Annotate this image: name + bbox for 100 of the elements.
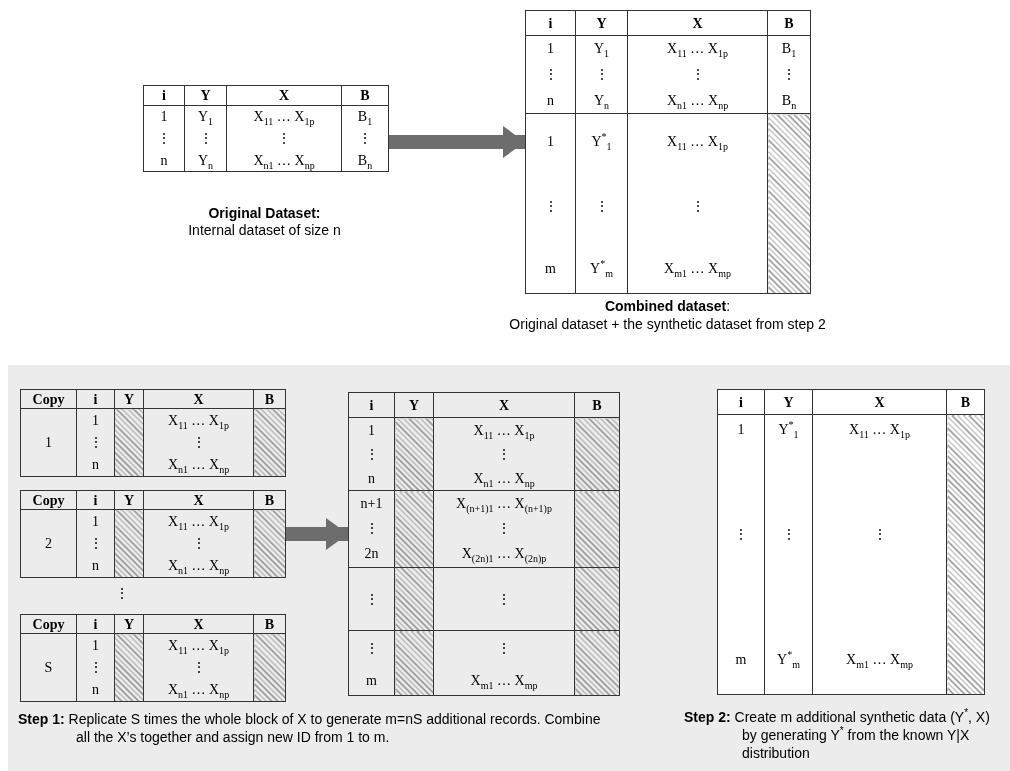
column-heading: X <box>498 397 510 413</box>
column-heading: Y <box>123 391 135 407</box>
table-entry: 1 <box>160 109 168 125</box>
table-entry: n <box>368 470 375 486</box>
table-entry: 1 <box>547 41 554 57</box>
table-entry: X$_{11}$ … X$_{1p}$ <box>667 41 728 57</box>
table-entry: B$_{n}$ <box>781 92 797 108</box>
data-table <box>20 614 286 702</box>
table-entry: n <box>92 682 99 698</box>
table-entry: ⋮ <box>497 447 511 462</box>
column-heading: i <box>93 492 98 508</box>
table-entry: ⋮ <box>191 660 206 675</box>
column-heading: Y <box>123 492 135 508</box>
column-heading: i <box>93 391 98 407</box>
data-table <box>348 392 620 696</box>
column-heading: B <box>264 616 275 632</box>
table-entry: ⋮ <box>157 131 171 146</box>
table-entry: 1 <box>737 422 745 438</box>
table-entry: ⋮ <box>543 198 558 214</box>
column-heading: X <box>278 88 290 103</box>
table-entry: Y$_{n}$ <box>593 92 610 108</box>
table-entry: ⋮ <box>364 640 379 656</box>
table-entry: 1 <box>92 412 99 428</box>
column-heading: Copy <box>32 492 65 508</box>
table-entry: ⋮ <box>734 527 748 542</box>
table-entry: n <box>160 152 168 168</box>
column-heading: X <box>193 492 204 508</box>
table-entry: ⋮ <box>690 198 705 214</box>
column-heading: i <box>93 616 98 632</box>
table-entry: ⋮ <box>191 536 206 551</box>
table-entry: X$_{n1}$ … X$_{np}$ <box>167 457 230 473</box>
table-entry: Y$_{1}$ <box>197 109 214 125</box>
table-entry: X$_{n1}$ … X$_{np}$ <box>167 558 230 574</box>
table-entry: n <box>92 558 99 574</box>
column-heading: Y <box>200 88 211 103</box>
column-heading: i <box>548 15 553 31</box>
column-heading: Y <box>596 15 607 31</box>
column-heading: B <box>264 391 275 407</box>
table-entry: 2n <box>364 546 379 562</box>
table-entry: m <box>545 260 556 276</box>
table-entry: 2 <box>45 536 52 551</box>
table-entry: B$_{1}$ <box>781 41 797 57</box>
table-entry: m <box>735 651 747 667</box>
table-entry: ⋮ <box>594 198 609 214</box>
column-heading: Y <box>783 394 794 410</box>
table-entry: 1 <box>547 133 554 149</box>
column-heading: B <box>360 88 370 103</box>
column-heading: B <box>784 15 794 31</box>
data-table <box>717 389 985 695</box>
table-entry: ⋮ <box>358 131 372 146</box>
data-table <box>20 490 286 578</box>
column-heading: i <box>739 394 743 410</box>
block-arrow <box>286 518 348 550</box>
table-entry: n <box>547 92 554 108</box>
column-heading: i <box>369 397 374 413</box>
table-entry: ⋮ <box>872 527 887 542</box>
table-entry: ⋮ <box>497 591 511 607</box>
caption-text: Internal dataset of size n <box>187 222 342 239</box>
table-entry: n+1 <box>360 496 383 512</box>
data-table <box>525 10 811 294</box>
table-entry: n <box>92 457 99 473</box>
data-table <box>20 389 286 477</box>
table-entry: X$_{n1}$ … X$_{np}$ <box>167 682 230 698</box>
table-entry: X$_{(2n)1}$ … X$_{(2n)p}$ <box>461 546 547 562</box>
column-heading: Y <box>123 616 135 632</box>
table-entry: B$_{1}$ <box>357 109 373 125</box>
table-entry: ⋮ <box>198 131 213 146</box>
table-entry: X$_{(n+1)1}$ … X$_{(n+1)p}$ <box>456 496 552 512</box>
table-entry: 1 <box>92 637 99 653</box>
table-entry: 1 <box>92 513 99 529</box>
column-heading: X <box>193 616 204 632</box>
table-entry: ⋮ <box>781 527 796 542</box>
column-heading: Copy <box>32 391 65 407</box>
column-heading: B <box>592 397 602 413</box>
table-entry: ⋮ <box>191 435 206 450</box>
table-entry: ⋮ <box>782 67 796 82</box>
table-entry: ⋮ <box>88 660 103 675</box>
column-heading: B <box>264 492 275 508</box>
table-entry: ⋮ <box>543 67 558 82</box>
caption-heading: Original Dataset: <box>207 205 322 222</box>
table-entry: ⋮ <box>364 447 379 462</box>
column-heading: X <box>193 391 204 407</box>
table-entry: ⋮ <box>497 640 511 656</box>
caption-heading: Combined dataset: <box>603 298 732 315</box>
table-entry: ⋮ <box>277 131 291 146</box>
table-entry: X$_{11}$ … X$_{1p}$ <box>253 109 315 125</box>
column-heading: X <box>692 15 703 31</box>
column-heading: X <box>874 394 885 410</box>
data-table <box>143 85 389 172</box>
ellipsis-mark: ⋮ <box>114 585 130 602</box>
step-note: Step 2: Create m additional synthetic data (Y$^{*}$, X) by generating Y$^{*}$ from the known Y|X distribution <box>684 708 991 762</box>
table-entry: ⋮ <box>690 67 705 82</box>
table-entry: Y$_{n}$ <box>197 152 214 168</box>
column-heading: Copy <box>32 616 65 632</box>
table-entry: m <box>366 672 377 688</box>
caption-text: Original dataset + the synthetic dataset from step 2 <box>508 316 827 333</box>
table-entry: Y$_{1}$ <box>593 41 610 57</box>
column-heading: Y <box>408 397 420 413</box>
table-entry: ⋮ <box>364 591 379 607</box>
table-entry: X$_{11}$ … X$_{1p}$ <box>849 422 910 438</box>
